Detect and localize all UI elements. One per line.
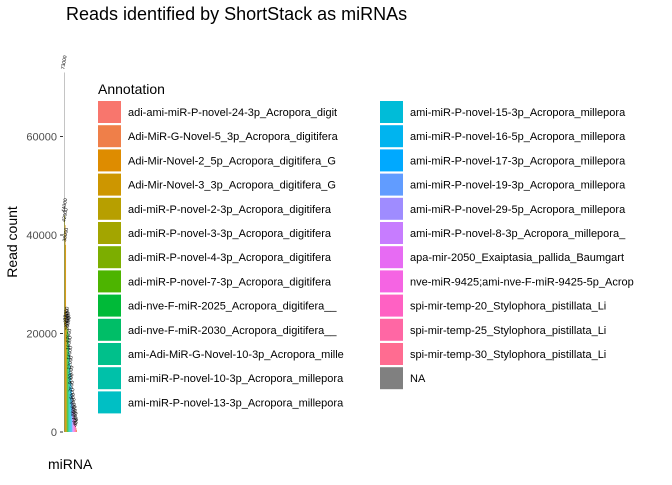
legend-label: ami-miR-P-novel-16-5p_Acropora_millepora — [410, 131, 626, 143]
legend-label: adi-miR-P-novel-4-3p_Acropora_digitifera — [128, 252, 332, 264]
legend-label: adi-miR-P-novel-7-3p_Acropora_digitifera — [128, 276, 332, 288]
legend-label: ami-miR-P-novel-15-3p_Acropora_millepora — [410, 107, 626, 119]
legend-label: ami-miR-P-novel-19-3p_Acropora_millepora — [410, 180, 626, 192]
legend-label: ami-miR-P-novel-8-3p_Acropora_millepora_ — [410, 228, 626, 240]
legend-key — [98, 246, 121, 268]
legend-label: ami-miR-P-novel-17-3p_Acropora_millepora — [410, 155, 626, 167]
legend-key — [98, 391, 121, 413]
bar-value-label: 20000 — [64, 316, 72, 331]
legend-key — [98, 343, 121, 365]
legend-key — [380, 270, 403, 292]
bar-value-label: 73000 — [60, 55, 68, 70]
y-axis: 0 20000 40000 60000 — [26, 132, 63, 440]
y-axis-label: Read count — [4, 206, 20, 278]
legend-label: adi-nve-F-miR-2025_Acropora_digitifera__ — [128, 301, 337, 313]
legend-key — [98, 149, 121, 171]
legend-label: apa-mir-2050_Exaiptasia_pallida_Baumgart — [410, 252, 624, 264]
legend-key — [98, 222, 121, 244]
legend-key — [98, 125, 121, 147]
legend-label: NA — [410, 373, 426, 385]
bar-value-label: 38000 — [62, 227, 70, 242]
legend-label: Adi-Mir-Novel-3_3p_Acropora_digitifera_G — [128, 180, 336, 192]
legend-key — [98, 198, 121, 220]
legend-label: Adi-Mir-Novel-2_5p_Acropora_digitifera_G — [128, 155, 336, 167]
legend-key — [380, 174, 403, 196]
legend-key — [98, 174, 121, 196]
legend-key — [380, 246, 403, 268]
legend-label: nve-miR-9425;ami-nve-F-miR-9425-5p_Acrop — [410, 276, 634, 288]
legend-key — [98, 295, 121, 317]
y-tick-label: 40000 — [26, 230, 57, 242]
legend-key — [98, 101, 121, 123]
legend-label: spi-mir-temp-20_Stylophora_pistillata_Li — [410, 301, 606, 313]
legend-key — [380, 319, 403, 341]
y-tick-label: 0 — [51, 427, 57, 439]
y-tick-label: 20000 — [26, 329, 57, 341]
x-axis-label: miRNA — [48, 456, 93, 472]
legend-label: adi-nve-F-miR-2030_Acropora_digitifera__ — [128, 325, 337, 337]
legend-key — [380, 295, 403, 317]
bar-value-label: 400 — [73, 418, 80, 427]
legend-label: Adi-MiR-G-Novel-5_3p_Acropora_digitifera — [128, 131, 339, 143]
legend-label: ami-miR-P-novel-10-3p_Acropora_millepora — [128, 373, 344, 385]
legend-label: adi-miR-P-novel-3-3p_Acropora_digitifera — [128, 228, 332, 240]
legend-key — [98, 270, 121, 292]
legend-key — [98, 319, 121, 341]
legend-key — [98, 367, 121, 389]
legend-title: Annotation — [98, 81, 165, 97]
bar-value-label: 42000 — [61, 208, 69, 223]
legend-label: adi-miR-P-novel-2-3p_Acropora_digitifera — [128, 204, 332, 216]
legend-key — [380, 101, 403, 123]
legend-key — [380, 367, 403, 389]
legend-label: ami-miR-P-novel-13-3p_Acropora_millepora — [128, 397, 344, 409]
legend: adi-ami-miR-P-novel-24-3p_Acropora_digit… — [98, 101, 634, 413]
legend-key — [380, 222, 403, 244]
legend-key — [380, 343, 403, 365]
legend-label: adi-ami-miR-P-novel-24-3p_Acropora_digit — [128, 107, 337, 119]
y-tick-label: 60000 — [26, 132, 57, 144]
legend-label: spi-mir-temp-25_Stylophora_pistillata_Li — [410, 325, 606, 337]
legend-label: ami-Adi-MiR-G-Novel-10-3p_Acropora_mille — [128, 349, 344, 361]
bar-value-labels: 7300044000420003800022000215002100020500… — [60, 55, 80, 428]
legend-key — [380, 198, 403, 220]
legend-key — [380, 125, 403, 147]
legend-key — [380, 149, 403, 171]
legend-label: spi-mir-temp-30_Stylophora_pistillata_Li — [410, 349, 606, 361]
legend-label: ami-miR-P-novel-29-5p_Acropora_millepora — [410, 204, 626, 216]
chart-title: Reads identified by ShortStack as miRNAs — [66, 4, 407, 24]
